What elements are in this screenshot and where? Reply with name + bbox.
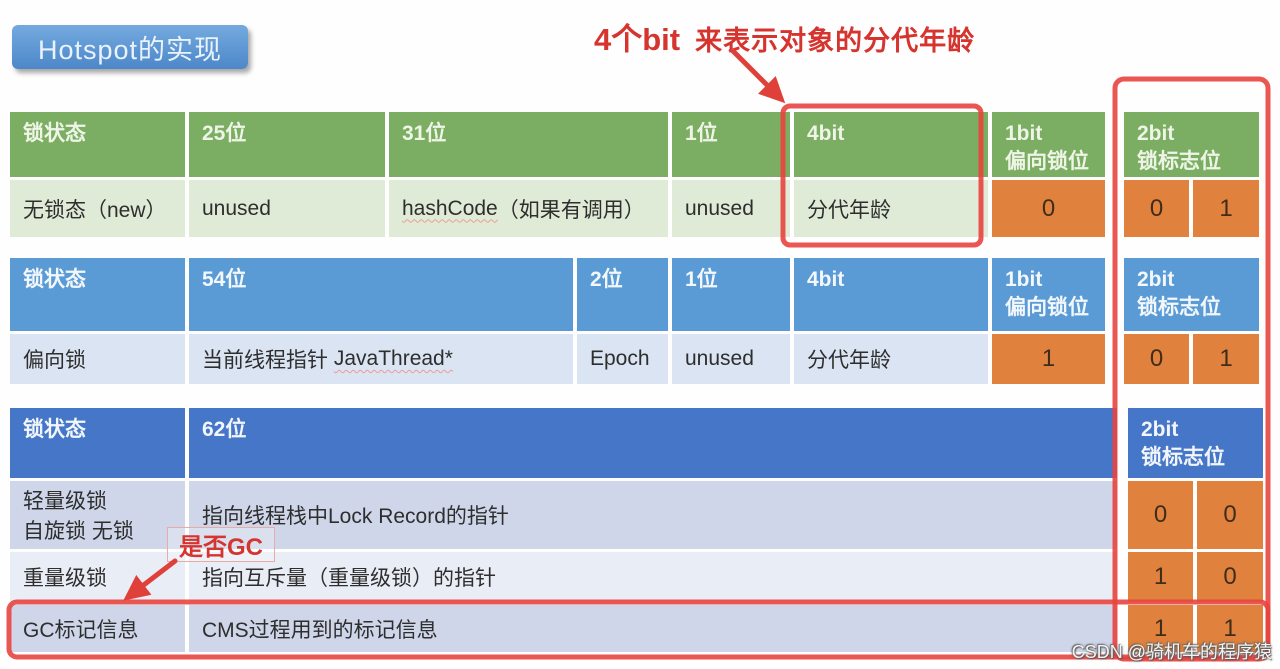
cell-epoch: Epoch (577, 334, 668, 384)
header-1bit: 1位 (672, 258, 790, 331)
cell-unused: unused (672, 334, 790, 384)
table-row-heavyweight-lock: 重量级锁 指向互斥量（重量级锁）的指针 1 0 (10, 552, 1263, 602)
thread-pointer-text: 当前线程指针 (202, 349, 328, 372)
header-2bit: 2位 (577, 258, 668, 331)
cell-lock-state: GC标记信息 (10, 605, 185, 652)
header-lock-state: 锁状态 (10, 408, 185, 478)
cell-flag-bit-1: 1 (1128, 552, 1193, 602)
page-title-text: Hotspot的实现 (37, 34, 223, 65)
header-lock-flag: 2bit 锁标志位 (1124, 258, 1259, 331)
cell-flag-bit-1: 0 (1124, 180, 1189, 237)
header-lock-flag: 2bit 锁标志位 (1124, 112, 1259, 177)
javathread-text: JavaThread* (333, 347, 453, 370)
cell-description: 指向互斥量（重量级锁）的指针 (189, 552, 1117, 602)
table-header-row: 锁状态 54位 2位 1位 4bit 1bit 偏向锁位 2bit 锁标志位 (10, 258, 1259, 331)
cell-description: CMS过程用到的标记信息 (189, 605, 1117, 652)
header-4bit: 4bit (794, 258, 988, 331)
age-annotation-highlight: 4个bit (594, 22, 681, 57)
header-54bit: 54位 (189, 258, 573, 331)
watermark: CSDN @骑机车的程序猿 (1071, 642, 1272, 662)
header-1bit: 1位 (672, 112, 790, 177)
column-gap (1121, 481, 1124, 549)
cell-gen-age: 分代年龄 (794, 334, 988, 384)
cell-flag-bit-2: 0 (1197, 481, 1263, 549)
table-biased-lock: 锁状态 54位 2位 1位 4bit 1bit 偏向锁位 2bit 锁标志位 偏… (10, 258, 1259, 384)
table-header-row: 锁状态 62位 2bit 锁标志位 (10, 408, 1263, 478)
table-unlocked-state: 锁状态 25位 31位 1位 4bit 1bit 偏向锁位 2bit 锁标志位 … (10, 112, 1259, 237)
hashcode-text: hashCode (402, 196, 498, 220)
cell-unused: unused (189, 180, 385, 237)
header-lock-flag: 2bit 锁标志位 (1128, 408, 1263, 478)
table-row: 偏向锁 当前线程指针 JavaThread* Epoch unused 分代年龄… (10, 334, 1259, 384)
cell-gen-age: 分代年龄 (794, 180, 988, 237)
header-lock-state: 锁状态 (10, 112, 185, 177)
cell-flag-bit-1: 0 (1128, 481, 1193, 549)
age-annotation-text: 来表示对象的分代年龄 (695, 26, 976, 56)
cell-hashcode: hashCode（如果有调用） (389, 180, 668, 237)
gc-annotation-text: 是否GC (179, 534, 263, 561)
cell-flag-bit-2: 1 (1193, 334, 1259, 384)
column-gap (1109, 180, 1120, 237)
column-gap (1121, 408, 1124, 478)
header-bias-bit: 1bit 偏向锁位 (992, 258, 1105, 331)
header-bias-bit: 1bit 偏向锁位 (992, 112, 1105, 177)
cell-thread-pointer: 当前线程指针 JavaThread* (189, 334, 573, 384)
cell-flag-bit-1: 0 (1124, 334, 1189, 384)
cell-description: 指向线程栈中Lock Record的指针 (189, 481, 1117, 549)
table-header-row: 锁状态 25位 31位 1位 4bit 1bit 偏向锁位 2bit 锁标志位 (10, 112, 1259, 177)
cell-unused-2: unused (672, 180, 790, 237)
page-title: Hotspot的实现 (12, 25, 248, 69)
table-row-lightweight-lock: 轻量级锁 自旋锁 无锁 指向线程栈中Lock Record的指针 0 0 (10, 481, 1263, 549)
column-gap (1109, 334, 1120, 384)
cell-lock-state: 偏向锁 (10, 334, 185, 384)
cell-lock-state: 无锁态（new） (10, 180, 185, 237)
cell-flag-bit-2: 0 (1197, 552, 1263, 602)
cell-lock-state: 重量级锁 (10, 552, 185, 602)
age-annotation: 4个bit 来表示对象的分代年龄 (594, 14, 975, 59)
header-62bit: 62位 (189, 408, 1117, 478)
column-gap (1109, 258, 1120, 331)
table-row: 无锁态（new） unused hashCode（如果有调用） unused 分… (10, 180, 1259, 237)
header-25bit: 25位 (189, 112, 385, 177)
cell-lock-state: 轻量级锁 自旋锁 无锁 (10, 481, 185, 549)
header-31bit: 31位 (389, 112, 668, 177)
column-gap (1121, 552, 1124, 602)
header-4bit: 4bit (794, 112, 988, 177)
gc-annotation: 是否GC (167, 527, 275, 562)
cell-bias-bit: 1 (992, 334, 1105, 384)
cell-bias-bit: 0 (992, 180, 1105, 237)
cell-flag-bit-2: 1 (1193, 180, 1259, 237)
hashcode-note: （如果有调用） (497, 198, 645, 222)
header-lock-state: 锁状态 (10, 258, 185, 331)
column-gap (1109, 112, 1120, 177)
